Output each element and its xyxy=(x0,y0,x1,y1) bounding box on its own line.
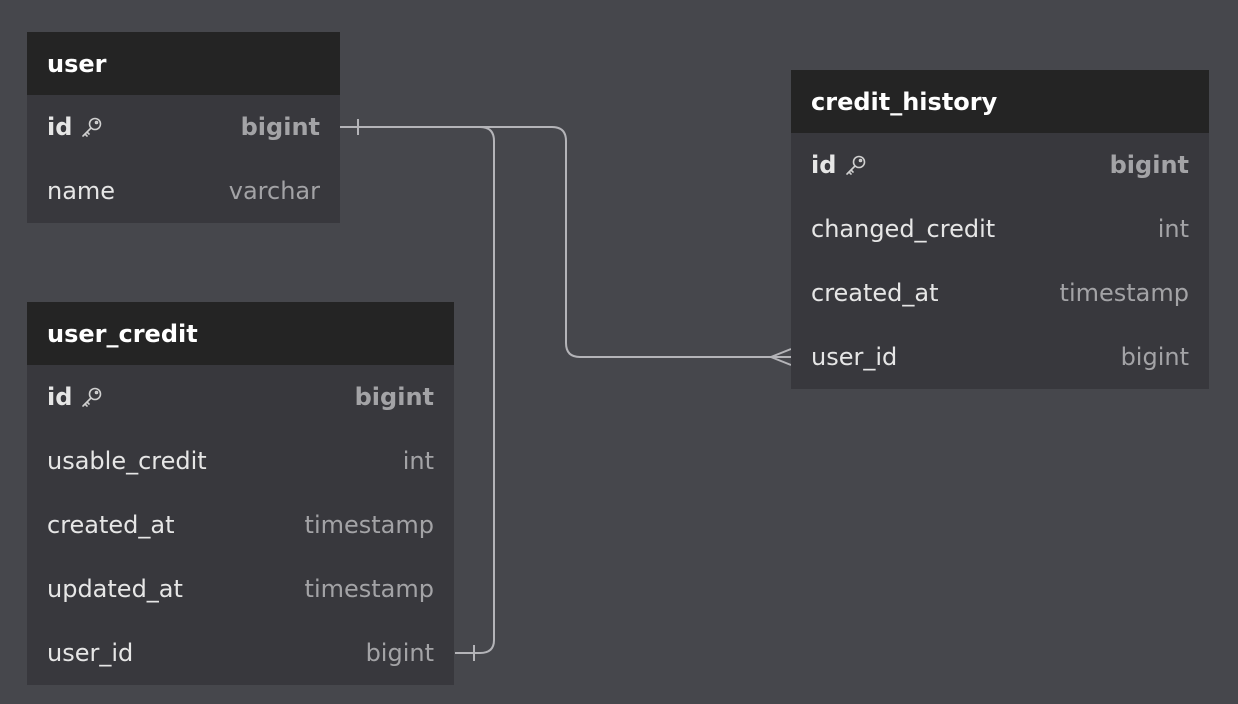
column-name-text: id xyxy=(811,151,837,179)
table-user[interactable]: user id bigint name varchar xyxy=(27,32,340,223)
column-name-text: id xyxy=(47,113,73,141)
table-row[interactable]: created_at timestamp xyxy=(791,261,1209,325)
table-header[interactable]: credit_history xyxy=(791,70,1209,133)
table-credit-history[interactable]: credit_history id bigint changed_credit … xyxy=(791,70,1209,389)
column-type: int xyxy=(402,447,434,475)
column-name: user_id xyxy=(811,343,898,371)
column-name: user_id xyxy=(47,639,134,667)
key-icon xyxy=(846,155,866,175)
table-row[interactable]: updated_at timestamp xyxy=(27,557,454,621)
table-title: credit_history xyxy=(811,87,998,116)
key-icon xyxy=(82,117,102,137)
column-name: changed_credit xyxy=(811,215,996,243)
table-row[interactable]: name varchar xyxy=(27,159,340,223)
column-name: id xyxy=(47,113,104,141)
column-type: bigint xyxy=(1109,151,1189,179)
column-type: bigint xyxy=(240,113,320,141)
table-row[interactable]: id bigint xyxy=(27,95,340,159)
table-row[interactable]: id bigint xyxy=(27,365,454,429)
table-row[interactable]: user_id bigint xyxy=(27,621,454,685)
table-user-credit[interactable]: user_credit id bigint usable_credit int … xyxy=(27,302,454,685)
table-row[interactable]: user_id bigint xyxy=(791,325,1209,389)
column-type: int xyxy=(1157,215,1189,243)
table-title: user_credit xyxy=(47,319,198,348)
column-name: created_at xyxy=(811,279,939,307)
column-type: timestamp xyxy=(304,511,434,539)
column-name: created_at xyxy=(47,511,175,539)
column-type: timestamp xyxy=(1059,279,1189,307)
many-marker-credit-history-user-id xyxy=(768,348,792,366)
connector-user-to-credit-history[interactable] xyxy=(480,126,791,358)
key-icon xyxy=(82,387,102,407)
table-header[interactable]: user_credit xyxy=(27,302,454,365)
column-name-text: id xyxy=(47,383,73,411)
column-name: name xyxy=(47,177,116,205)
column-name: updated_at xyxy=(47,575,183,603)
column-name: usable_credit xyxy=(47,447,207,475)
column-type: varchar xyxy=(228,177,320,205)
table-row[interactable]: changed_credit int xyxy=(791,197,1209,261)
table-row[interactable]: created_at timestamp xyxy=(27,493,454,557)
table-row[interactable]: usable_credit int xyxy=(27,429,454,493)
table-title: user xyxy=(47,49,107,78)
column-name: id xyxy=(47,383,104,411)
column-name: id xyxy=(811,151,868,179)
table-row[interactable]: id bigint xyxy=(791,133,1209,197)
column-type: bigint xyxy=(1120,343,1189,371)
column-type: bigint xyxy=(354,383,434,411)
column-type: bigint xyxy=(365,639,434,667)
column-type: timestamp xyxy=(304,575,434,603)
table-header[interactable]: user xyxy=(27,32,340,95)
